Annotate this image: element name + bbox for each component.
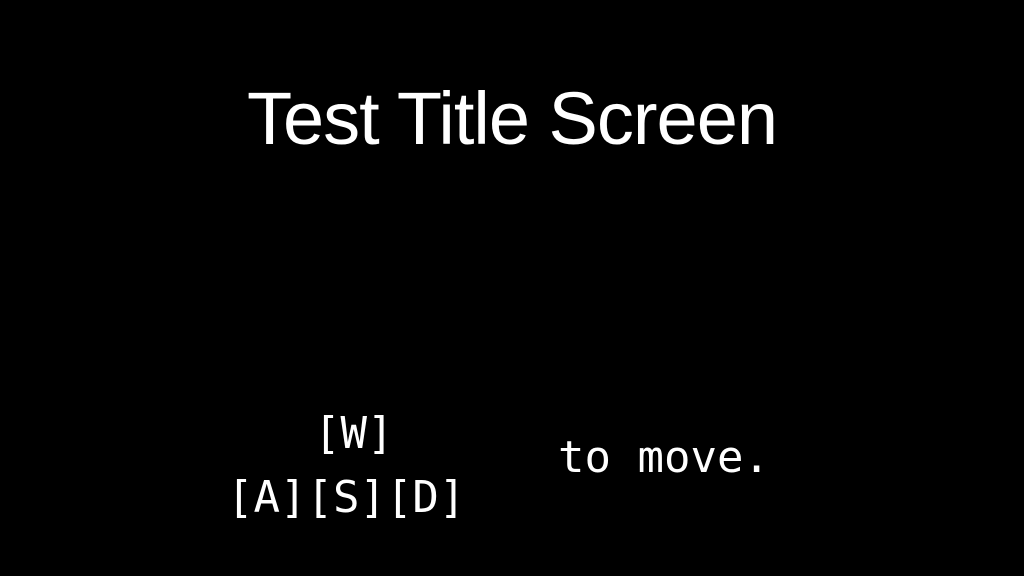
move-hint-text: to move.: [558, 432, 770, 483]
keys-asd-label: [A][S][D]: [227, 472, 466, 523]
game-title: Test Title Screen: [246, 77, 778, 160]
key-w-label: [W]: [314, 408, 394, 459]
